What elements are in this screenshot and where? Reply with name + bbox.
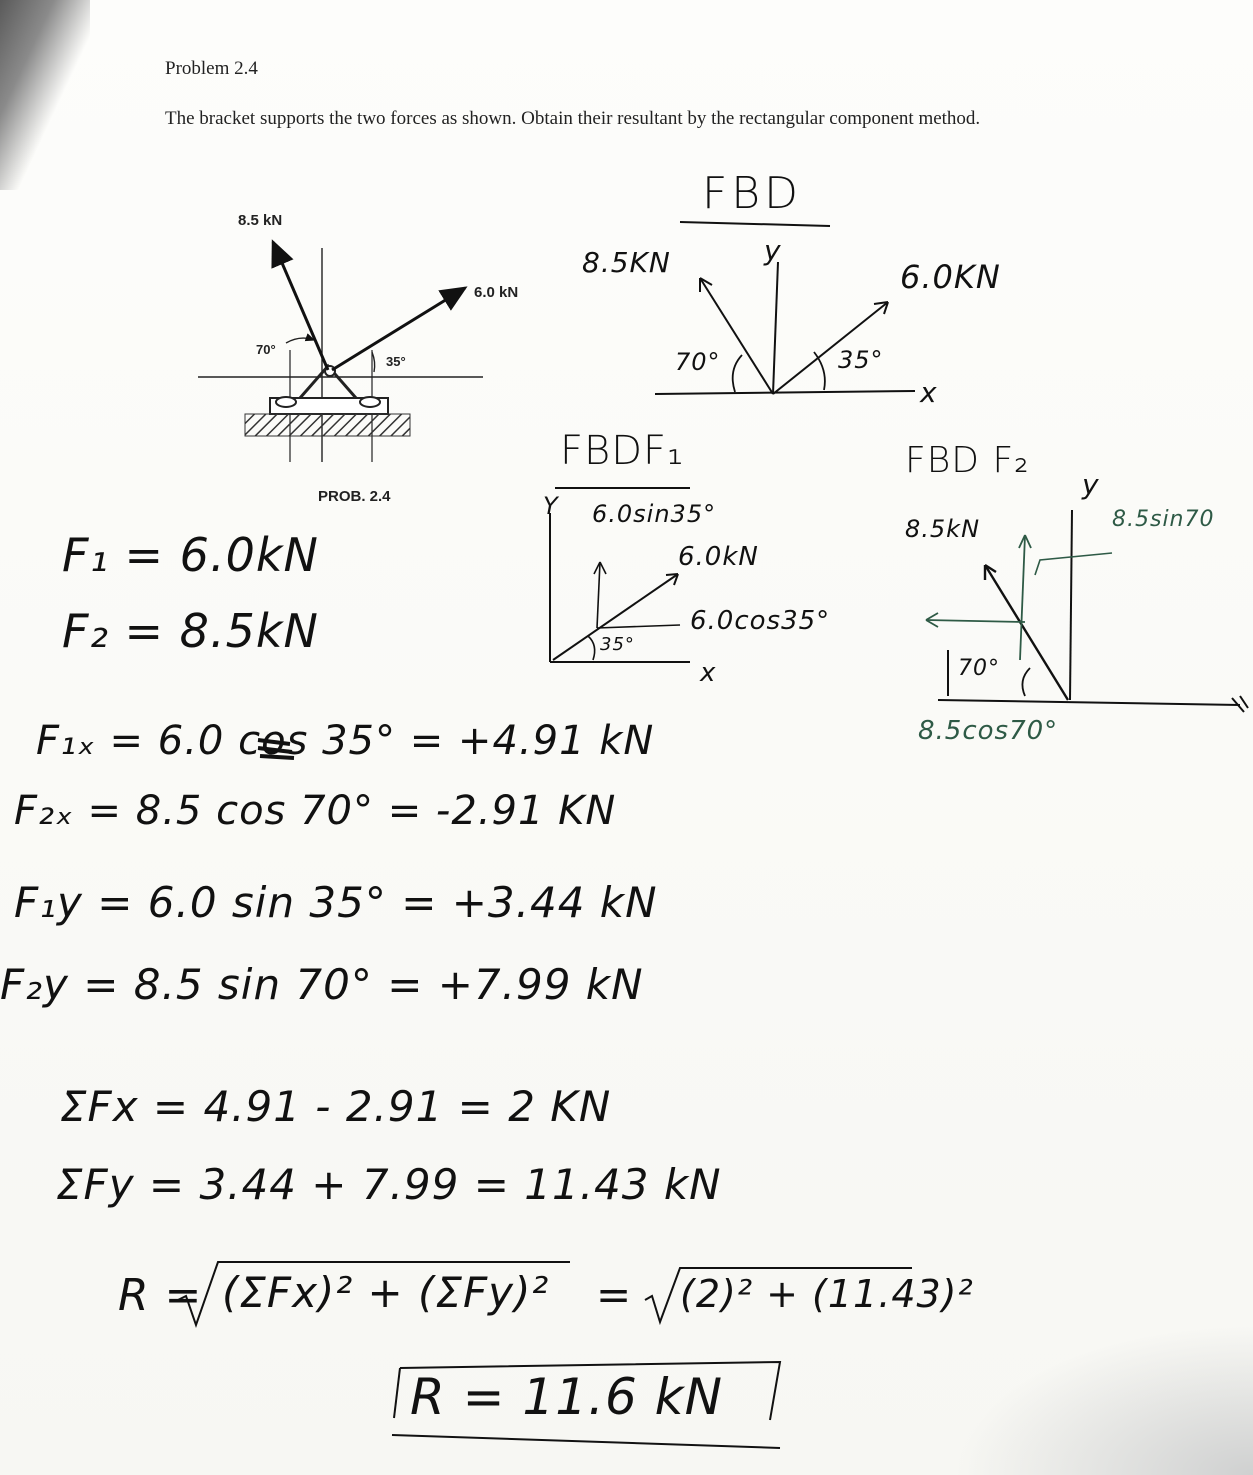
resultant-formula: (ΣFx)² + (ΣFy)²	[222, 1268, 550, 1317]
component-f2x: F₂ₓ = 8.5 cos 70° = -2.91 KN	[14, 788, 617, 834]
fbd-force-right: 6.0KN	[900, 258, 1001, 296]
fbdf2-force: 8.5kN	[905, 515, 981, 543]
fbdf2-title: FBD F₂	[905, 440, 1030, 481]
fbd-title: FBD	[702, 168, 802, 219]
fbd-force-left: 8.5KN	[582, 246, 671, 279]
page-fold-shadow	[0, 0, 90, 190]
fbdf1-angle: 35°	[600, 634, 635, 655]
figure-angle-70: 70°	[256, 342, 276, 357]
fbdf2-axis-y: y	[1082, 468, 1100, 501]
fbdf2-angle: 70°	[958, 656, 1000, 681]
figure-label-6.0kn: 6.0 kN	[474, 284, 519, 301]
fbdf1-title: FBDF₁	[560, 428, 685, 474]
component-f1x: F₁ₓ = 6.0 cos 35° = +4.91 kN	[36, 718, 655, 764]
page-corner-shadow	[953, 1325, 1253, 1475]
sum-fx: ΣFx = 4.91 - 2.91 = 2 KN	[60, 1082, 612, 1131]
resultant-numeric: (2)² + (11.43)²	[680, 1272, 974, 1316]
fbdf1-axis-x: x	[700, 658, 717, 688]
figure-label-8.5kn: 8.5 kN	[238, 212, 283, 229]
sum-fy: ΣFy = 3.44 + 7.99 = 11.43 kN	[56, 1160, 722, 1209]
fbd-angle-left: 70°	[675, 348, 721, 376]
fbdf2-comp-x: 8.5cos70°	[918, 716, 1059, 746]
fbdf1-axis-y: Y	[543, 492, 559, 520]
fbd-axis-x: x	[920, 376, 938, 409]
given-f1: F₁ = 6.0kN	[62, 528, 319, 582]
component-f2y: F₂y = 8.5 sin 70° = +7.99 kN	[0, 960, 644, 1009]
component-f1y: F₁y = 6.0 sin 35° = +3.44 kN	[14, 878, 658, 927]
fbdf2-comp-y: 8.5sin70	[1112, 507, 1215, 532]
fbd-angle-right: 35°	[838, 346, 884, 374]
fbdf1-force: 6.0kN	[678, 542, 759, 572]
fbd-axis-y: y	[764, 234, 782, 267]
figure-caption: PROB. 2.4	[318, 488, 391, 505]
resultant-lhs: R =	[118, 1270, 203, 1321]
problem-heading: Problem 2.4	[165, 58, 258, 79]
figure-angle-35: 35°	[386, 354, 406, 369]
problem-statement: The bracket supports the two forces as s…	[165, 108, 981, 129]
fbdf1-comp-x: 6.0cos35°	[690, 606, 831, 636]
given-f2: F₂ = 8.5kN	[62, 604, 319, 658]
resultant-equals: =	[596, 1270, 633, 1319]
resultant-answer: R = 11.6 kN	[410, 1368, 724, 1426]
fbdf1-comp-y: 6.0sin35°	[592, 500, 717, 528]
